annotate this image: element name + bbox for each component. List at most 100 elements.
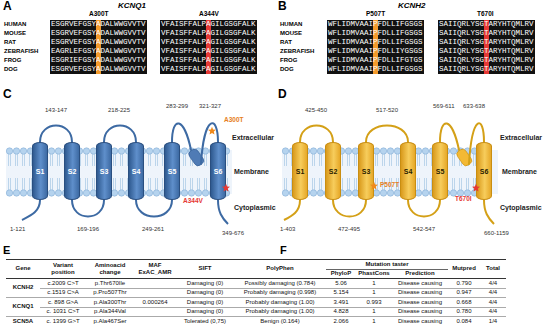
- residue-range: 542-547: [413, 226, 435, 232]
- lipid-tail: [473, 154, 474, 166]
- residue-range: 660-1159: [484, 230, 509, 236]
- lipid-tail: [8, 178, 9, 190]
- lipid-tail: [17, 178, 18, 190]
- lipid-tail: [312, 178, 313, 190]
- lipid-tail: [155, 154, 156, 166]
- lipid-head: [282, 148, 288, 154]
- lipid-head: [373, 190, 379, 196]
- lipid-head: [422, 190, 428, 196]
- lipid-head: [202, 190, 208, 196]
- table-cell: 0.790: [448, 279, 480, 289]
- lipid-tail: [50, 154, 51, 166]
- table-text: p.Ala344Val: [94, 308, 126, 314]
- table-row: c. 1031 C>Tp.Ala344ValDamaging (0)Probab…: [6, 307, 506, 317]
- species-name: RAT: [280, 39, 292, 45]
- table-cell: 3.491: [326, 298, 356, 308]
- residue-range: 169-196: [77, 226, 99, 232]
- sequence-row: SAIIQRLYSGTARYHTQMLRV: [438, 56, 535, 65]
- lipid-tail: [120, 178, 121, 190]
- lipid-tail: [314, 154, 315, 166]
- helix-cylinder: S1: [32, 142, 48, 200]
- table-text: Probably damaging (1.00): [245, 299, 314, 305]
- table-cell: 5.154: [326, 288, 356, 298]
- table-row: c.1519 C>Ap.Pro507ThrDamaging (0)Probabl…: [6, 288, 506, 298]
- table-cell: 1: [356, 307, 392, 317]
- sequence-row: WFLIDMVAAIPFDLLIFGSGS: [327, 65, 424, 74]
- lipid-tail: [356, 178, 357, 190]
- table-text: Total: [486, 265, 500, 271]
- lipid-head: [13, 148, 19, 154]
- table-row: GeneVariant positionAminoacid changeMAF …: [6, 260, 506, 270]
- sequence-row: VFAISFFALPAGILGSGFALK: [160, 47, 257, 56]
- table-row: PhyloPPhastConsPrediction: [6, 269, 506, 279]
- table-text: PhastCons: [358, 270, 389, 276]
- panel-letter: D: [278, 88, 287, 100]
- table-cell: KCNQ1: [6, 298, 40, 317]
- species-name: RAT: [4, 39, 16, 45]
- lipid-tail: [354, 154, 355, 166]
- lipid-tail: [15, 154, 16, 166]
- lipid-tail: [349, 154, 350, 166]
- lipid-tail: [122, 154, 123, 166]
- lipid-tail: [286, 154, 287, 166]
- lipid-tail: [57, 178, 58, 190]
- species-name: FROG: [4, 57, 21, 63]
- table-cell: 0.000264: [134, 298, 176, 308]
- lipid-tail: [342, 178, 343, 190]
- table-body: GeneVariant positionAminoacid changeMAF …: [6, 260, 506, 324]
- table-text: Disease causing: [398, 318, 442, 324]
- table-text: Damaging (0): [187, 289, 223, 295]
- lipid-tail: [113, 178, 114, 190]
- table-cell: 0.947: [448, 288, 480, 298]
- sequence-row: SAIIQRLYSGTARYHTQMLRV: [438, 38, 535, 47]
- lipid-head: [415, 190, 421, 196]
- lipid-tail: [312, 154, 313, 166]
- lipid-head: [373, 148, 379, 154]
- lipid-tail: [157, 154, 158, 166]
- lipid-tail: [286, 178, 287, 190]
- lipid-tail: [284, 178, 285, 190]
- table-row: SCN5Ac. 1399 G>Tp.Ala467SerTolerated (0,…: [6, 317, 506, 324]
- lipid-head: [181, 190, 187, 196]
- lipid-tail: [57, 154, 58, 166]
- region-label: Cytoplasmic: [500, 204, 542, 211]
- species-name: DOG: [4, 66, 18, 72]
- residue-range: 1-403: [280, 226, 295, 232]
- sequence-row: ESGRVEFGSYADALWWGVVTV: [50, 38, 147, 47]
- table-text: Aminoacid change: [95, 262, 126, 276]
- sequence-row: VFAISFFALPAGILGSGFALK: [160, 65, 257, 74]
- variant-label: P507T: [366, 11, 385, 18]
- species-name: MOUSE: [4, 30, 26, 36]
- table-cell: p.Pro507Thr: [86, 288, 134, 298]
- table-cell: p.Thr670Ile: [86, 279, 134, 289]
- table-text: PhyloP: [331, 270, 351, 276]
- table-cell: 0.084: [448, 317, 480, 324]
- table-cell: [134, 279, 176, 289]
- variant-table: GeneVariant positionAminoacid changeMAF …: [6, 259, 506, 324]
- lipid-tail: [349, 178, 350, 190]
- lipid-tail: [157, 178, 158, 190]
- table-cell: [134, 317, 176, 324]
- region-label: Extracellular: [232, 134, 274, 141]
- table-header-cell: Gene: [6, 260, 40, 279]
- table-text: Tolerated (0,75): [184, 318, 226, 324]
- loop-connector: [408, 200, 440, 217]
- mutation-star: [472, 184, 480, 192]
- table-text: KCNH2: [13, 284, 34, 290]
- lipid-head: [380, 190, 386, 196]
- table-header-cell: MAF ExAC_AMR: [134, 260, 176, 279]
- table-text: 5.06: [335, 280, 347, 286]
- lipid-head: [387, 190, 393, 196]
- lipid-tail: [197, 178, 198, 190]
- lipid-head: [55, 190, 61, 196]
- lipid-tail: [321, 178, 322, 190]
- table-text: 1: [372, 318, 375, 324]
- lipid-tail: [94, 154, 95, 166]
- lipid-head: [422, 148, 428, 154]
- lipid-tail: [15, 178, 16, 190]
- table-text: 0.668: [457, 299, 472, 305]
- table-cell: 4.828: [326, 307, 356, 317]
- table-header-cell: Total: [480, 260, 506, 279]
- loop-connector: [300, 126, 333, 143]
